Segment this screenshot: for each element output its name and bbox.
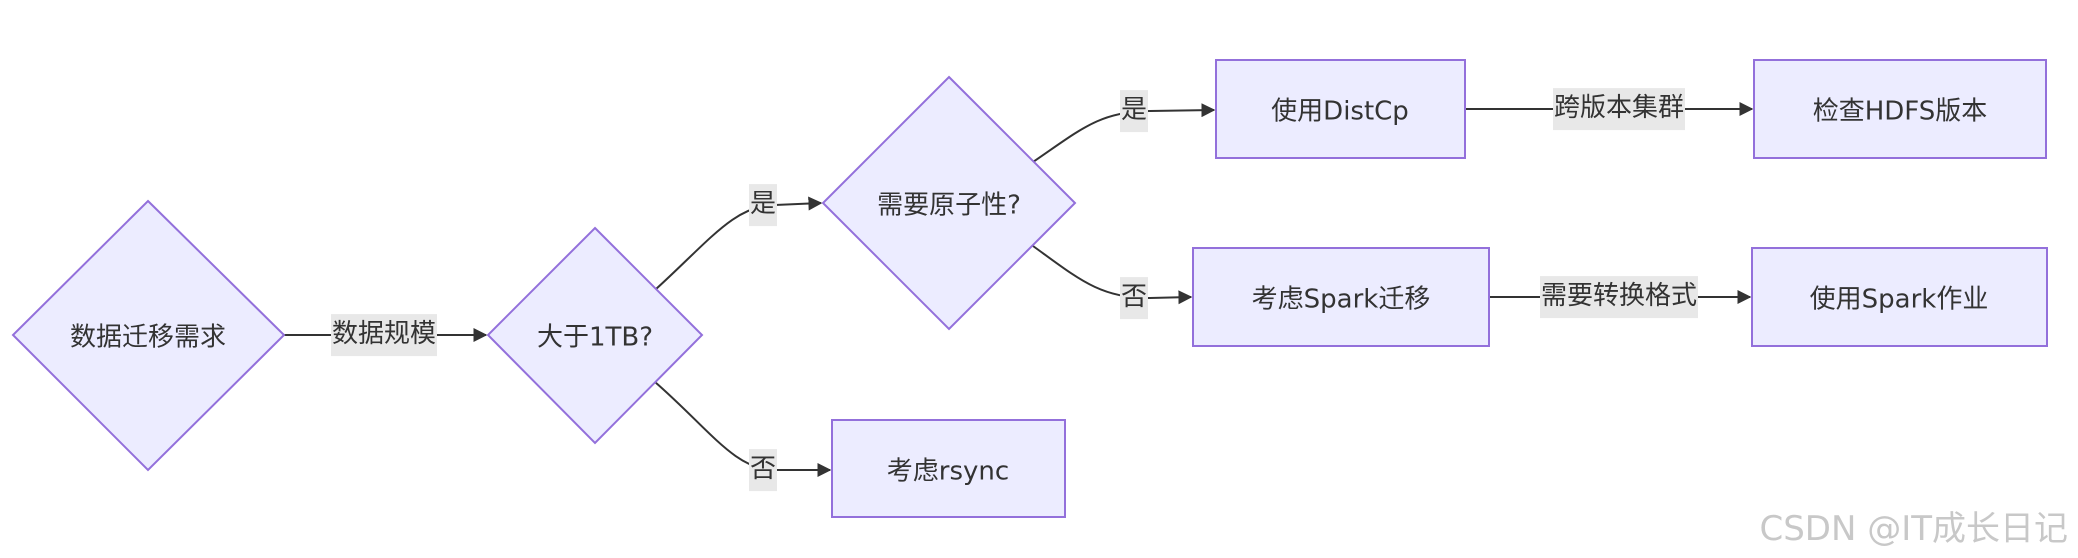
decision-atomic — [821, 75, 1077, 331]
decision-start — [11, 199, 286, 472]
edge-label-size-no: 否 — [748, 449, 778, 491]
edge-label-atomic-yes: 是 — [1119, 90, 1149, 132]
edge-size-yes — [654, 196, 823, 291]
node-hdfs-version-text: 检查HDFS版本 — [1812, 96, 1988, 127]
edge-size-no — [654, 381, 832, 477]
edge-label-atomic-no: 否 — [1119, 277, 1149, 319]
watermark: CSDN @IT成长日记 — [1759, 509, 2068, 549]
box-hdfs-version — [1753, 59, 2047, 159]
node-spark-migrate-text: 考虑Spark迁移 — [1251, 284, 1431, 315]
node-start-text: 数据迁移需求 — [69, 322, 227, 353]
decision-size — [486, 226, 704, 445]
edge-label-data-scale: 数据规模 — [330, 314, 438, 356]
node-distcp-text: 使用DistCp — [1271, 96, 1409, 127]
box-spark-migrate — [1192, 247, 1490, 347]
node-spark-job-text: 使用Spark作业 — [1809, 284, 1989, 315]
box-distcp — [1215, 59, 1466, 159]
edge-label-cross-version: 跨版本集群 — [1552, 88, 1686, 130]
box-spark-job — [1751, 247, 2048, 347]
edge-atomic-no — [1032, 245, 1193, 305]
node-rsync-text: 考虑rsync — [886, 456, 1010, 487]
edge-label-convert-format: 需要转换格式 — [1539, 276, 1699, 318]
node-atomic-check-text: 需要原子性? — [877, 190, 1021, 221]
edge-label-size-yes: 是 — [748, 184, 778, 226]
box-rsync — [831, 419, 1066, 518]
node-size-check-text: 大于1TB? — [536, 322, 654, 353]
